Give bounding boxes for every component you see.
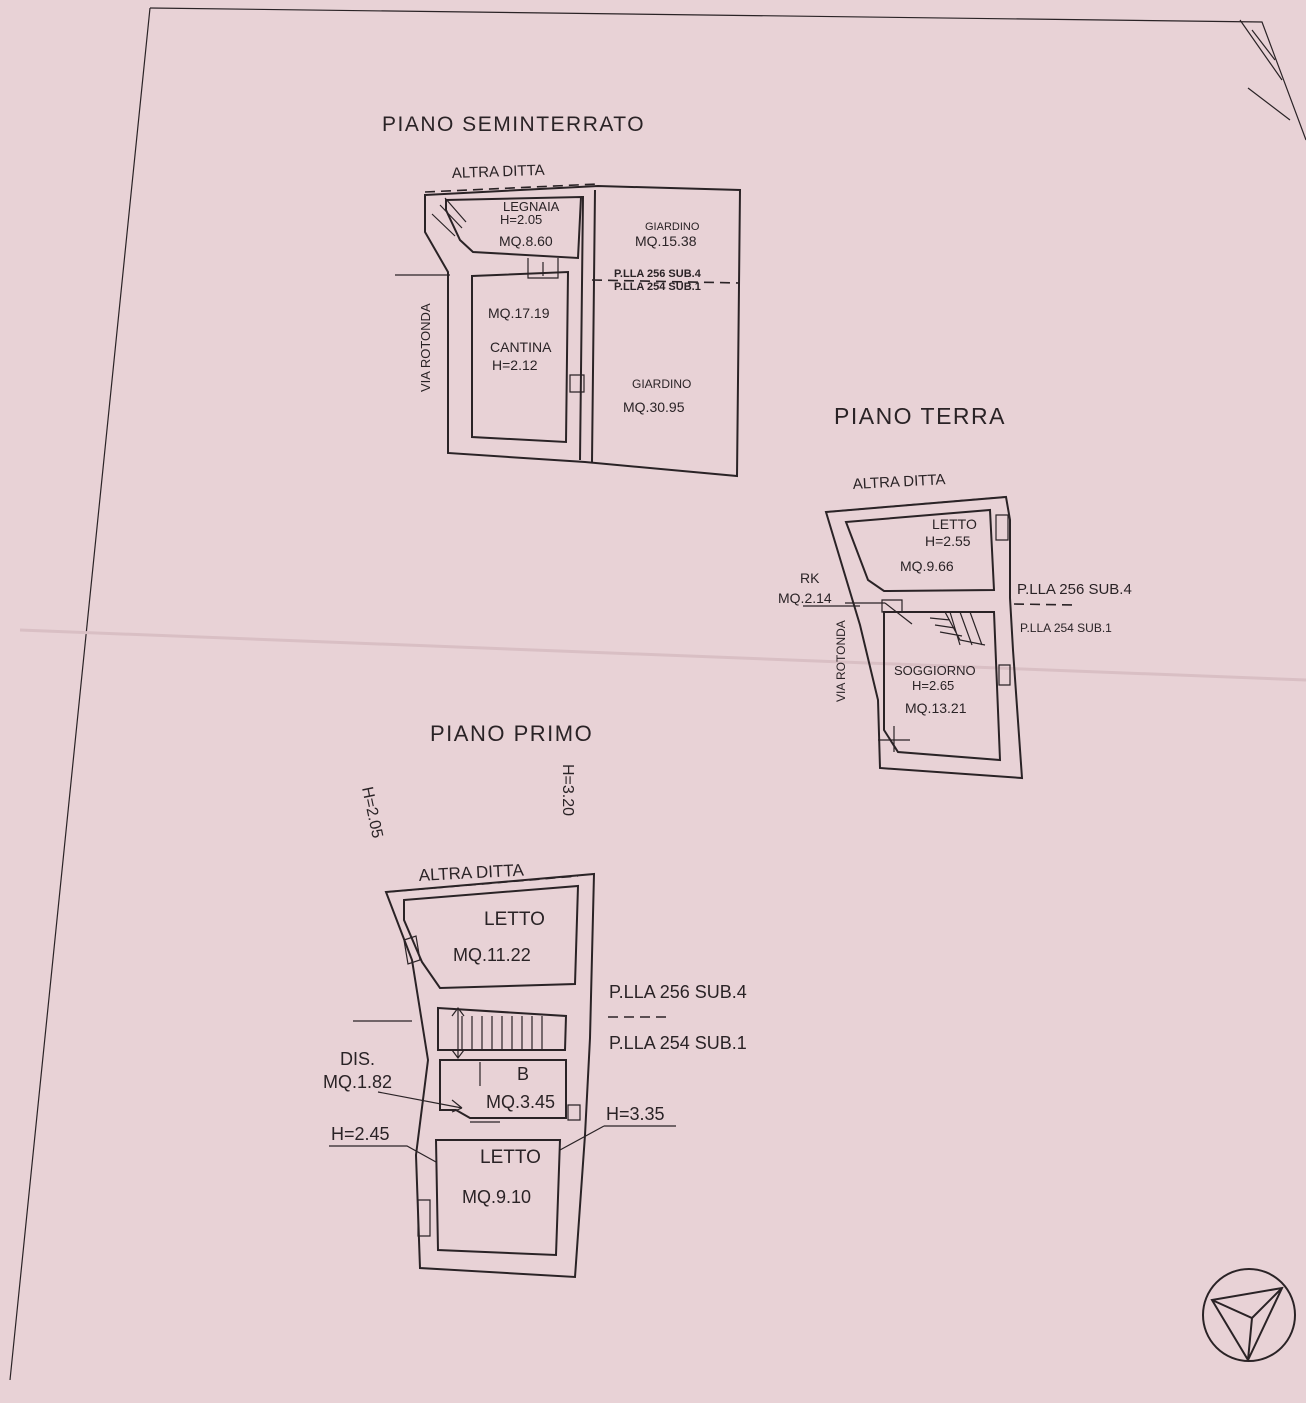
first-height-high: H=3.35 [606,1104,665,1124]
basement-parcel-b: P.LLA 254 SUB.1 [614,281,701,293]
first-bedroom-bottom-area: MQ.9.10 [462,1187,531,1207]
living-name: SOGGIORNO [894,663,976,678]
garden-bottom-area: MQ.30.95 [623,399,685,415]
street-label-ground: VIA ROTONDA [834,620,848,702]
garden-bottom-name: GIARDINO [632,377,691,391]
ground-bedroom-height: H=2.55 [925,533,971,549]
street-label-basement: VIA ROTONDA [418,303,433,392]
first-title: PIANO PRIMO [430,721,593,746]
sheet-border [9,7,1306,1381]
first-bedroom-top-area: MQ.11.22 [453,945,531,965]
living-height: H=2.65 [912,678,954,693]
ground-neighbor-label: ALTRA DITTA [852,471,946,493]
first-height-left: H=2.05 [358,785,385,840]
living-area: MQ.13.21 [905,700,967,716]
ground-parcel-a: P.LLA 256 SUB.4 [1017,581,1132,598]
garden-top-name: GIARDINO [645,221,700,233]
basement-parcel-a: P.LLA 256 SUB.4 [614,268,702,280]
basement-outer-wall [424,184,742,478]
woodshed-height: H=2.05 [500,212,542,227]
ground-floor-plan: PIANO TERRA ALTRA DITTA LETTO H=2.55 MQ.… [778,403,1132,780]
cellar-name: CANTINA [490,339,552,355]
first-parcel-b: P.LLA 254 SUB.1 [609,1033,747,1053]
bath-name: B [517,1064,529,1084]
woodshed-name: LEGNAIA [503,199,560,214]
cellar-area: MQ.17.19 [488,305,550,321]
ground-parcel-b: P.LLA 254 SUB.1 [1020,621,1112,635]
first-bedroom-bottom-name: LETTO [480,1147,541,1168]
basement-plan: PIANO SEMINTERRATO ALTRA DITTA LEGNAIA H… [382,113,742,478]
first-outer-wall [384,872,596,1279]
garden-top-area: MQ.15.38 [635,233,697,249]
kitchen-name: RK [800,570,820,586]
ground-bedroom-area: MQ.9.66 [900,558,954,574]
first-bedroom-top-name: LETTO [484,909,545,930]
hall-name: DIS. [340,1049,375,1069]
kitchen-area: MQ.2.14 [778,590,832,606]
north-arrow-icon [1202,1268,1296,1363]
basement-neighbor-label: ALTRA DITTA [452,162,545,182]
woodshed-area: MQ.8.60 [499,233,553,249]
first-height-low: H=2.45 [331,1124,390,1144]
first-parcel-a: P.LLA 256 SUB.4 [609,982,747,1002]
cellar-height: H=2.12 [492,357,538,373]
first-height-right: H=3.20 [559,764,576,816]
ground-bedroom-name: LETTO [932,516,977,532]
basement-title: PIANO SEMINTERRATO [382,113,645,136]
ground-title: PIANO TERRA [834,403,1006,429]
bath-area: MQ.3.45 [486,1092,555,1112]
ground-outer-wall [824,495,1024,780]
first-floor-plan: PIANO PRIMO H=2.05 H=3.20 ALTRA DITTA LE… [323,721,747,1279]
hall-area: MQ.1.82 [323,1072,392,1092]
